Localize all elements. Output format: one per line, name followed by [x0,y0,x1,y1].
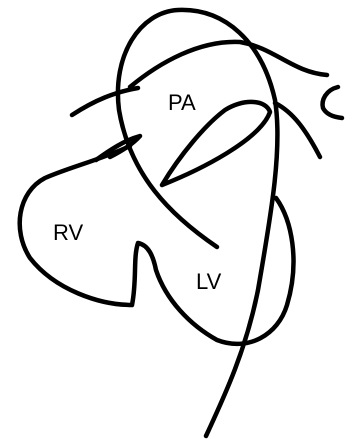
rv-label: RV [53,222,83,244]
lv-label: LV [196,271,221,293]
right-mid-branch [275,103,320,157]
right-edge-hook [323,87,342,118]
outer-loop-line [118,10,278,436]
left-upper-branch [72,88,138,115]
pa-label: PA [168,92,196,114]
upper-right-arc [130,42,327,87]
